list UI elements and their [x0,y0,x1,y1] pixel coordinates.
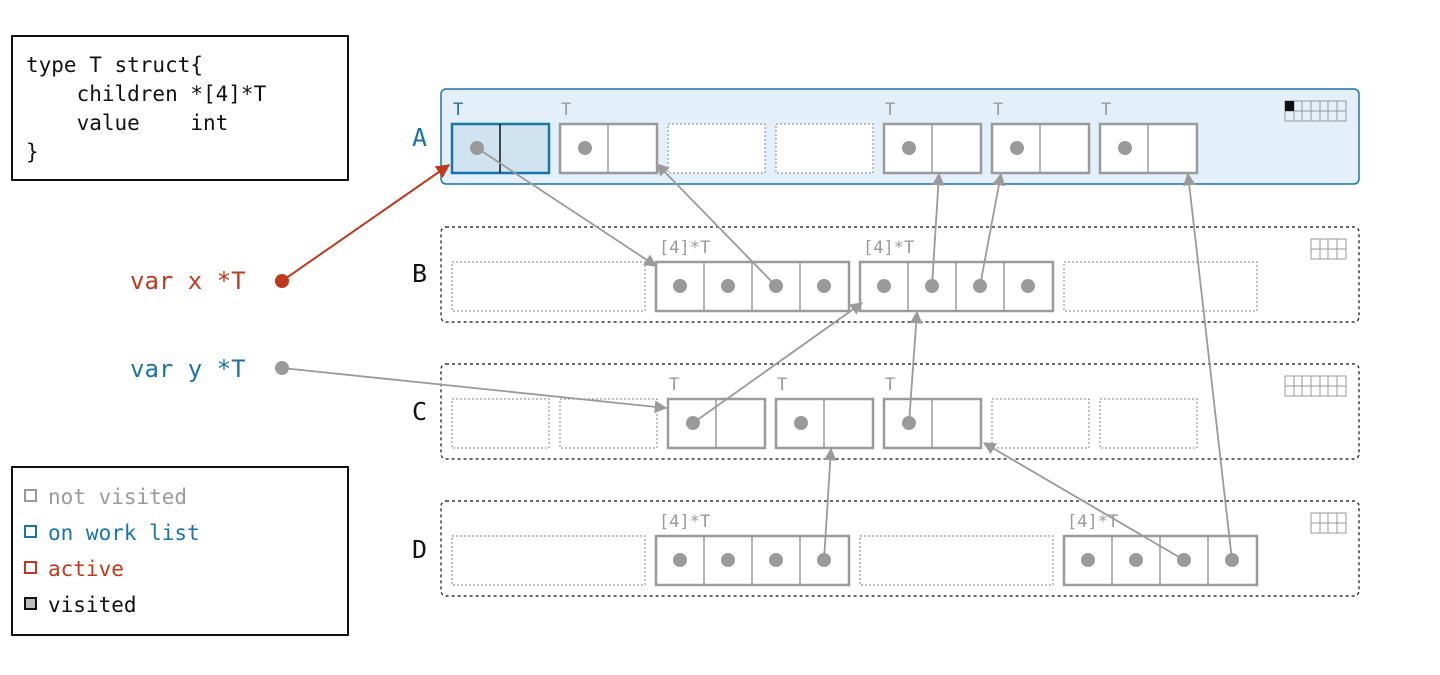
span-b-bitmap-icon [1310,238,1347,260]
object-t-active: T [450,100,551,175]
type-label: T [885,100,895,120]
arrow-b1-to-a1 [656,163,777,287]
pointer-arrows [275,147,1233,561]
type-label: [4]*T [1067,512,1118,532]
span-b: B [4]*T [4]*T [412,226,1360,323]
code-line: children *[4]*T [26,82,267,106]
span-d-label: D [412,535,427,564]
span-c-label: C [412,397,427,426]
type-label: T [993,100,1003,120]
type-label: T [777,375,787,395]
object-t: T [882,375,983,450]
free-slot [1063,261,1258,312]
active-swatch-icon [24,561,37,574]
span-d-bitmap-icon [1310,512,1347,534]
free-slot [667,123,766,174]
var-x-label: var x *T [130,267,246,295]
object-array: [4]*T [654,512,851,587]
pointer-dot [1118,141,1132,155]
object-array: [4]*T [1062,512,1259,587]
free-slot [451,398,550,449]
code-box: type T struct{ children *[4]*T value int… [11,35,349,181]
free-slot [775,123,874,174]
object-t: T [774,375,875,450]
free-slot [859,535,1054,586]
arrow-d2-to-a6 [1183,172,1233,561]
object-t: T [666,375,767,450]
legend-label: active [48,557,124,581]
pointer-dot [1129,553,1143,567]
code-line: } [26,140,39,164]
object-array: [4]*T [654,238,851,313]
type-label: T [1101,100,1111,120]
legend-item-visited: visited [24,593,137,617]
free-slot [559,398,658,449]
not-visited-swatch-icon [24,489,37,502]
legend-item-on-work-list: on work list [24,521,200,545]
object-t: T [990,100,1091,175]
arrow-b2-to-a4 [931,172,945,287]
var-x-dot [275,274,289,288]
arrow-b2-to-a5 [979,172,1006,287]
object-t: T [1098,100,1199,175]
legend-label: on work list [48,521,200,545]
span-c-bitmap-icon [1284,375,1347,397]
free-slot [1099,398,1198,449]
span-c: C T T T [412,363,1360,460]
pointer-dot [817,279,831,293]
pointer-dot [721,279,735,293]
legend-label: visited [48,593,137,617]
arrow-d2-to-c4 [982,442,1185,561]
type-label: [4]*T [659,238,710,258]
marked-bit [1285,101,1294,111]
span-d: D [4]*T [4]*T [412,500,1360,597]
pointer-dot [578,141,592,155]
arrow-y-to-c2 [281,367,668,414]
type-label: T [453,100,463,120]
object-t: T [882,100,983,175]
type-label: T [669,375,679,395]
legend: not visited on work list active visited [11,466,349,636]
legend-label: not visited [48,485,187,509]
arrow-a0-to-b1 [476,147,658,267]
var-y-dot [275,361,289,375]
pointer-dot [673,279,687,293]
pointer-dot [721,553,735,567]
pointer-dot [673,553,687,567]
on-work-list-swatch-icon [24,525,37,538]
var-y-label: var y *T [130,355,246,383]
type-label: T [561,100,571,120]
type-label: T [885,375,895,395]
legend-item-not-visited: not visited [24,485,187,509]
code-line: value int [26,111,228,135]
code-line: type T struct{ [26,53,203,77]
span-a-bitmap-icon [1284,100,1347,122]
type-label: [4]*T [863,238,914,258]
free-slot [991,398,1090,449]
pointer-dot [902,141,916,155]
object-t: T [558,100,659,175]
legend-item-active: active [24,557,124,581]
type-label: [4]*T [659,512,710,532]
pointer-dot [769,553,783,567]
pointer-dot [1081,553,1095,567]
arrow-x-to-a0 [281,164,451,282]
pointer-dot [877,279,891,293]
arrow-c2-to-b2 [692,302,864,424]
pointer-dot [1021,279,1035,293]
visited-swatch-icon [24,597,37,610]
pointer-dot [1010,141,1024,155]
arrow-c4-to-b2 [908,310,923,424]
span-b-label: B [412,259,427,288]
span-a-label: A [412,123,427,152]
free-slot [451,535,646,586]
object-array: [4]*T [858,238,1055,313]
span-a: A T T T [412,88,1360,185]
arrow-d1-to-c3 [823,447,837,561]
pointer-dot [794,416,808,430]
free-slot [451,261,646,312]
